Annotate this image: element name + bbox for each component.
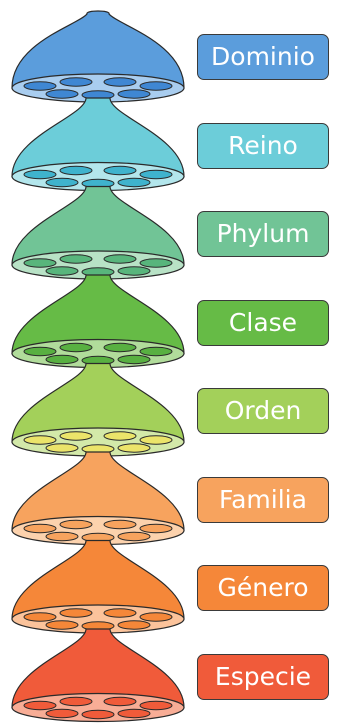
rank-label-reino: Reino — [197, 123, 329, 169]
dome-hole-dominio-4 — [140, 82, 172, 90]
dome-hole-genero-1 — [24, 613, 56, 621]
dome-hole-especie-3 — [104, 697, 136, 705]
dome-hole-orden-5 — [46, 444, 78, 452]
dome-hole-dominio-3 — [104, 78, 136, 86]
dome-level-familia — [12, 452, 184, 545]
dome-hole-reino-7 — [118, 178, 150, 186]
rank-label-clase: Clase — [197, 300, 329, 346]
dome-hole-phylum-3 — [104, 255, 136, 263]
dome-hole-genero-3 — [104, 609, 136, 617]
dome-level-clase — [12, 275, 184, 368]
dome-level-reino — [12, 98, 184, 191]
dome-hole-clase-4 — [140, 347, 172, 355]
dome-hole-clase-1 — [24, 347, 56, 355]
dome-hole-genero-2 — [60, 609, 92, 617]
rank-label-dominio: Dominio — [197, 34, 329, 80]
dome-level-orden — [12, 364, 184, 457]
dome-hole-especie-1 — [24, 701, 56, 709]
dome-hole-phylum-4 — [140, 259, 172, 267]
dome-hole-orden-7 — [118, 444, 150, 452]
dome-hole-phylum-5 — [46, 267, 78, 275]
dome-hole-especie-7 — [118, 709, 150, 717]
dome-hole-familia-2 — [60, 520, 92, 528]
dome-hole-clase-2 — [60, 343, 92, 351]
dome-hole-phylum-7 — [118, 267, 150, 275]
dome-hole-reino-2 — [60, 166, 92, 174]
rank-label-orden: Orden — [197, 388, 329, 434]
dome-hole-orden-1 — [24, 436, 56, 444]
dome-hole-genero-4 — [140, 613, 172, 621]
dome-hole-clase-7 — [118, 355, 150, 363]
dome-hole-orden-4 — [140, 436, 172, 444]
dome-hole-clase-5 — [46, 355, 78, 363]
dome-hole-reino-5 — [46, 178, 78, 186]
dome-hole-phylum-2 — [60, 255, 92, 263]
dome-hole-familia-4 — [140, 524, 172, 532]
dome-hole-familia-1 — [24, 524, 56, 532]
dome-hole-especie-4 — [140, 701, 172, 709]
rank-label-especie: Especie — [197, 654, 329, 700]
dome-level-especie — [12, 629, 184, 722]
dome-hole-reino-4 — [140, 170, 172, 178]
dome-hole-clase-3 — [104, 343, 136, 351]
dome-hole-reino-1 — [24, 170, 56, 178]
rank-label-phylum: Phylum — [197, 211, 329, 257]
dome-hole-genero-5 — [46, 621, 78, 629]
dome-hole-reino-3 — [104, 166, 136, 174]
dome-hole-orden-3 — [104, 432, 136, 440]
dome-hole-dominio-2 — [60, 78, 92, 86]
dome-hole-phylum-1 — [24, 259, 56, 267]
dome-hole-especie-6 — [82, 710, 114, 718]
dome-hole-especie-2 — [60, 697, 92, 705]
dome-level-dominio — [12, 11, 184, 102]
dome-hole-familia-3 — [104, 520, 136, 528]
dome-hole-genero-7 — [118, 621, 150, 629]
dome-hole-dominio-5 — [46, 90, 78, 98]
dome-hole-dominio-1 — [24, 82, 56, 90]
dome-stack — [0, 0, 200, 726]
rank-label-familia: Familia — [197, 477, 329, 523]
dome-level-genero — [12, 541, 184, 634]
dome-hole-familia-5 — [46, 532, 78, 540]
dome-hole-especie-5 — [46, 709, 78, 717]
rank-label-genero: Género — [197, 565, 329, 611]
dome-hole-familia-7 — [118, 532, 150, 540]
dome-hole-dominio-7 — [118, 90, 150, 98]
dome-level-phylum — [12, 187, 184, 280]
dome-hole-orden-2 — [60, 432, 92, 440]
